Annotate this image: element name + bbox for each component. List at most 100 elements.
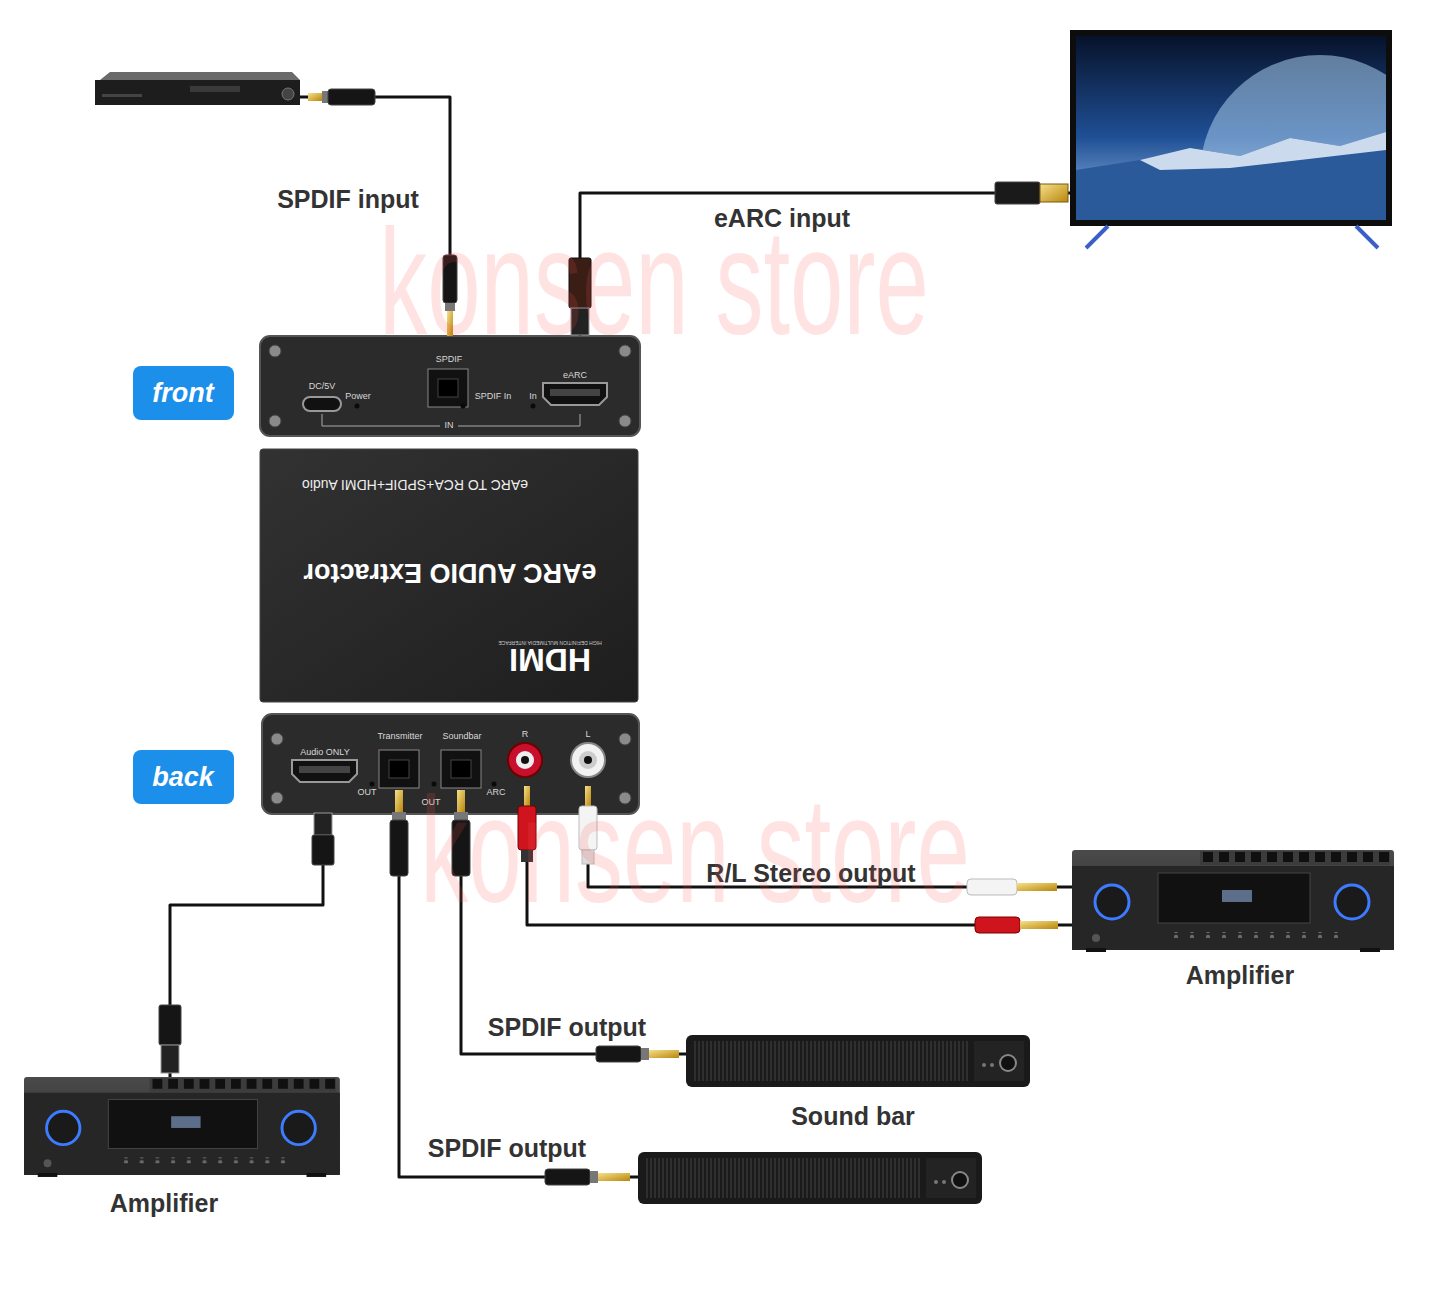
- device-heading: Amplifier: [110, 1191, 218, 1216]
- panel-badge: back: [133, 750, 234, 804]
- glacier: [1076, 132, 1386, 220]
- dvd-player: [95, 72, 300, 105]
- port-label: SPDIF In: [475, 392, 512, 401]
- port-label: eARC: [563, 371, 587, 380]
- back-panel: Audio ONLYTransmitterSoundbarRLOUTOUTARC: [262, 714, 639, 814]
- cable: [399, 814, 638, 1177]
- rca-jack-ring: [516, 751, 534, 769]
- screw: [271, 733, 283, 745]
- amplifier-illustration: [24, 1077, 340, 1177]
- plug-tip: [649, 1050, 679, 1058]
- connector-label: SPDIF input: [277, 187, 419, 212]
- hdmi-port: [292, 760, 357, 782]
- port-label: DC/5V: [309, 382, 336, 391]
- cable: [527, 814, 1072, 925]
- plug-tip: [395, 790, 403, 812]
- hdmi-plug-tip: [1040, 184, 1068, 202]
- toslink-plug: [390, 820, 408, 876]
- screw: [619, 792, 631, 804]
- front-panel: DC/5VPowerSPDIFSPDIF IneARCInIN: [260, 336, 640, 436]
- hdmi-plug: [569, 258, 591, 308]
- port-label: OUT: [422, 798, 441, 807]
- group-label: IN: [445, 421, 454, 430]
- toslink-plug: [443, 255, 457, 303]
- connector-label: eARC input: [714, 206, 850, 231]
- port-label: In: [529, 392, 537, 401]
- hdmi-plug-tip: [571, 308, 589, 335]
- hdmi-plug: [312, 835, 334, 865]
- rca-jack-ring: [579, 751, 597, 769]
- optical-hole: [451, 760, 471, 778]
- device-heading: Amplifier: [1186, 963, 1294, 988]
- toslink-plug: [328, 89, 375, 105]
- port-label: Audio ONLY: [300, 748, 349, 757]
- rca-plug-white: [579, 806, 597, 850]
- hdmi-plug-tip: [314, 813, 332, 835]
- screw: [619, 733, 631, 745]
- hdmi-pins: [550, 389, 600, 396]
- rca-jack-hole: [521, 756, 529, 764]
- port-label: Transmitter: [377, 732, 422, 741]
- amplifier-illustration: [1072, 850, 1394, 952]
- product-subtitle: eARC TO RCA+SPDIF+HDMI Audio: [302, 478, 528, 492]
- hdmi-plug: [159, 1005, 181, 1045]
- rca-plug-white: [967, 879, 1017, 895]
- led: [432, 782, 437, 787]
- disc-tray: [190, 86, 240, 92]
- optical-port: [428, 369, 468, 407]
- player-button: [282, 88, 294, 100]
- panel-face: [260, 336, 640, 436]
- plug-tip: [447, 311, 453, 336]
- sound-bar: [638, 1152, 984, 1204]
- rca-sleeve: [521, 850, 533, 862]
- device-top-face: [260, 449, 638, 702]
- channel-label: L: [585, 730, 590, 739]
- connector-label: SPDIF output: [488, 1015, 646, 1040]
- screw: [619, 345, 631, 357]
- rca-pin: [1020, 921, 1058, 929]
- rca-plug-red: [518, 806, 536, 850]
- toslink-plug: [545, 1169, 590, 1185]
- led: [370, 782, 375, 787]
- watermark: konsen store: [420, 775, 970, 925]
- player-strip: [102, 94, 142, 97]
- hdmi-pins: [299, 766, 350, 773]
- port-label: OUT: [358, 788, 377, 797]
- port-label: ARC: [486, 788, 505, 797]
- rca-pin: [585, 786, 591, 806]
- port-label: SPDIF: [436, 355, 463, 364]
- plug-tip: [457, 790, 465, 812]
- optical-hole: [438, 379, 458, 397]
- rca-pin: [524, 786, 530, 806]
- cable: [461, 814, 686, 1054]
- device-heading: Sound bar: [791, 1104, 915, 1129]
- watermark: konsen store: [379, 207, 929, 357]
- panel-face: [262, 714, 639, 814]
- rca-pin: [1017, 883, 1057, 891]
- ice-ridge: [1140, 132, 1386, 170]
- rca-jack-hole: [584, 756, 592, 764]
- screw: [269, 415, 281, 427]
- rca-jack-red: [508, 743, 542, 777]
- plug-tip: [598, 1173, 630, 1181]
- plug-collar: [454, 812, 468, 820]
- hdmi-port: [543, 383, 607, 405]
- cable: [300, 97, 450, 336]
- product-name: eARC AUDIO Extractor: [303, 559, 596, 586]
- panel-badge: front: [133, 366, 234, 420]
- connector-label: SPDIF output: [428, 1136, 586, 1161]
- usb-c-port: [303, 397, 341, 411]
- soundbar-illustration: [686, 1035, 1030, 1087]
- player-front: [95, 80, 300, 105]
- optical-port: [379, 750, 419, 788]
- badge-label: back: [152, 764, 214, 791]
- led: [492, 782, 497, 787]
- device-top: eARC TO RCA+SPDIF+HDMI Audio eARC AUDIO E…: [260, 449, 638, 702]
- plug-collar: [392, 812, 406, 820]
- tv-stand: [1086, 226, 1378, 248]
- plug-collar: [641, 1048, 649, 1060]
